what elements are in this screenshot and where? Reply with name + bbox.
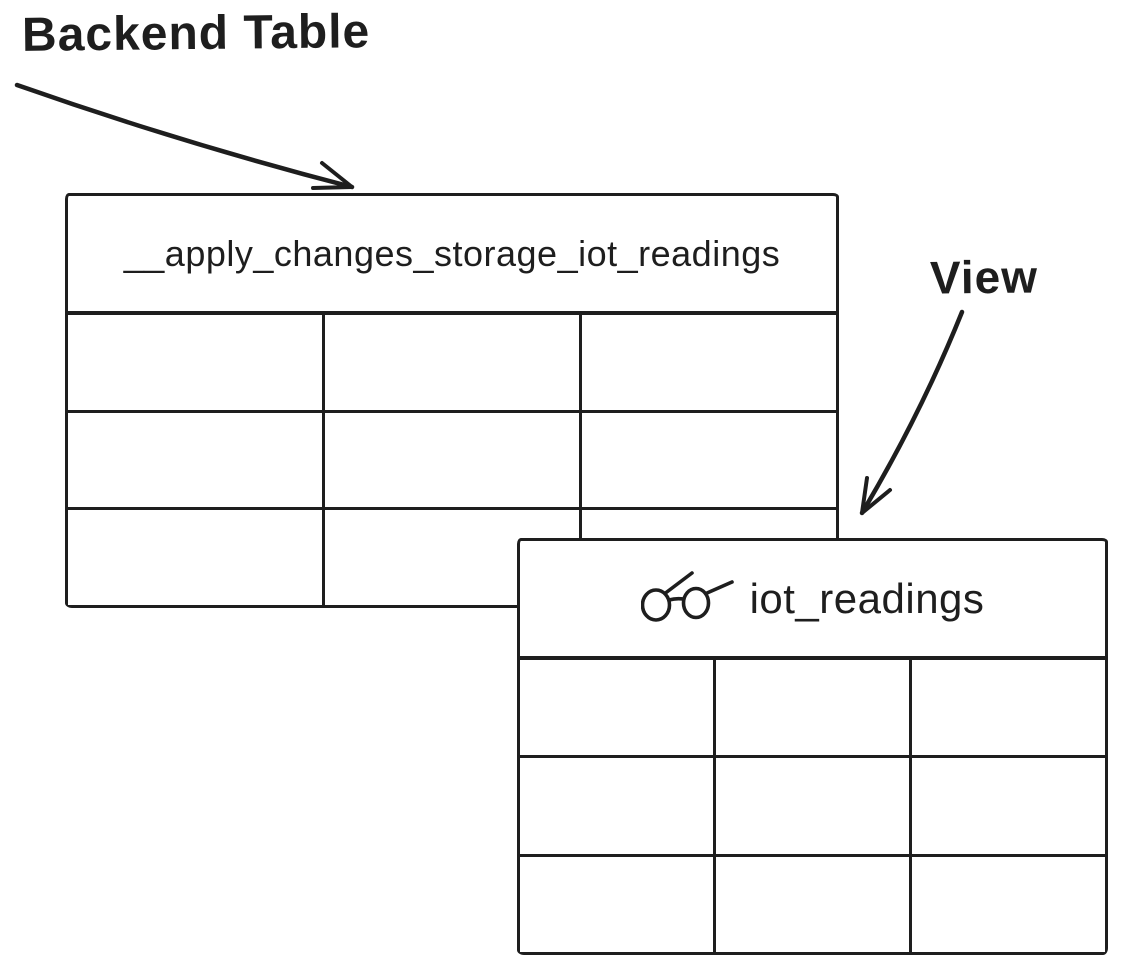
backend-table-label: Backend Table: [21, 5, 371, 62]
table-cell: [68, 315, 322, 410]
backend-table-grid: [68, 315, 836, 605]
view-table-header: iot_readings: [520, 541, 1105, 660]
backend-table: __apply_changes_storage_iot_readings: [65, 193, 839, 608]
table-cell: [716, 758, 909, 854]
table-cell: [912, 856, 1105, 952]
table-cell: [520, 660, 713, 756]
view-table-grid: [520, 660, 1105, 952]
table-cell: [520, 758, 713, 854]
table-cell: [716, 660, 909, 756]
view-table-title: iot_readings: [749, 574, 985, 622]
backend-table-arrow: [14, 82, 355, 190]
backend-table-title: __apply_changes_storage_iot_readings: [123, 232, 781, 274]
table-cell: [716, 856, 909, 952]
table-cell: [912, 660, 1105, 756]
table-cell: [582, 315, 836, 410]
glasses-icon: [640, 570, 734, 622]
backend-table-header: __apply_changes_storage_iot_readings: [68, 196, 836, 315]
table-cell: [520, 856, 713, 952]
table-cell: [68, 510, 322, 605]
table-cell: [912, 758, 1105, 854]
view-arrow: [859, 309, 965, 516]
table-cell: [68, 412, 322, 508]
table-cell: [325, 315, 579, 410]
view-table: iot_readings: [517, 538, 1108, 955]
table-cell: [325, 412, 579, 508]
view-label: View: [929, 250, 1039, 304]
table-cell: [582, 412, 836, 508]
